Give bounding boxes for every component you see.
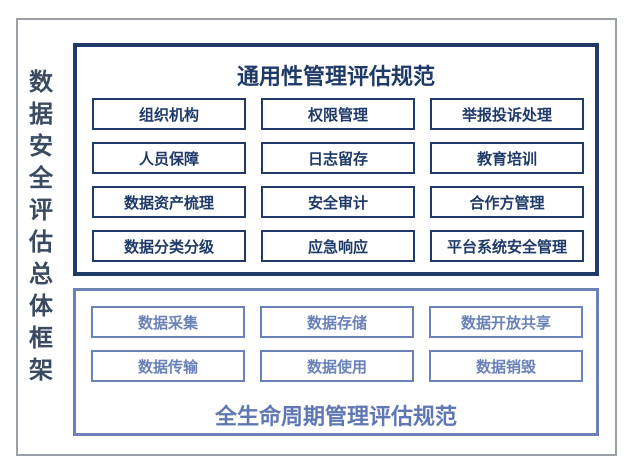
side-title-char: 估 [29,228,53,256]
framework-side-title: 数 据 安 全 评 估 总 体 框 架 [26,66,56,386]
side-title-char: 评 [29,196,53,224]
side-title-char: 架 [29,356,53,384]
lifecycle-item: 数据开放共享 [429,306,583,338]
general-item: 日志留存 [261,142,415,174]
side-title-char: 总 [29,260,53,288]
lifecycle-management-panel: 数据采集 数据存储 数据开放共享 数据传输 数据使用 数据销毁 全生命周期管理评… [73,288,599,436]
lifecycle-item: 数据采集 [91,306,245,338]
lifecycle-item: 数据传输 [91,350,245,382]
side-title-char: 全 [29,164,53,192]
side-title-char: 数 [29,68,53,96]
general-item: 合作方管理 [430,186,584,218]
general-item: 数据分类分级 [92,230,246,262]
general-management-panel: 通用性管理评估规范 组织机构 权限管理 举报投诉处理 人员保障 日志留存 教育培… [73,43,599,276]
lifecycle-management-grid: 数据采集 数据存储 数据开放共享 数据传输 数据使用 数据销毁 [91,306,583,382]
lifecycle-item: 数据使用 [260,350,414,382]
general-item: 举报投诉处理 [430,98,584,130]
lifecycle-item: 数据销毁 [429,350,583,382]
general-item: 平台系统安全管理 [430,230,584,262]
general-management-title: 通用性管理评估规范 [236,65,435,90]
general-management-grid: 组织机构 权限管理 举报投诉处理 人员保障 日志留存 教育培训 数据资产梳理 安… [92,98,584,262]
general-item: 应急响应 [261,230,415,262]
general-item: 组织机构 [92,98,246,130]
side-title-char: 框 [29,324,53,352]
general-item: 安全审计 [261,186,415,218]
side-title-char: 安 [29,132,53,160]
general-item: 人员保障 [92,142,246,174]
general-item: 权限管理 [261,98,415,130]
lifecycle-item: 数据存储 [260,306,414,338]
side-title-char: 体 [29,292,53,320]
side-title-char: 据 [29,100,53,128]
lifecycle-management-title: 全生命周期管理评估规范 [214,405,457,430]
general-item: 教育培训 [430,142,584,174]
general-item: 数据资产梳理 [92,186,246,218]
